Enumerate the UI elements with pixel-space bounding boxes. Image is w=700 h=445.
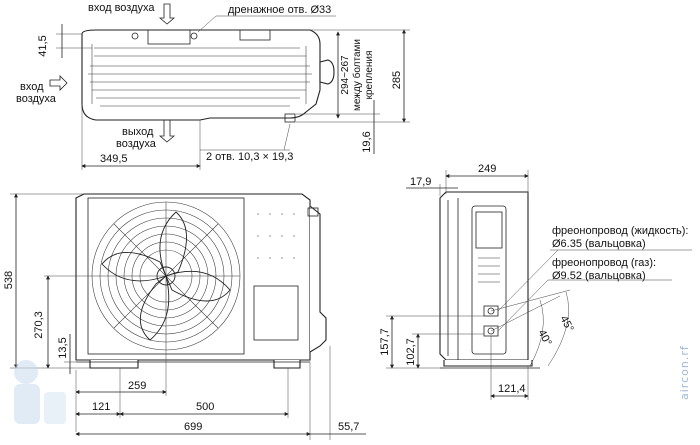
angle-40-ray	[490, 295, 561, 332]
dim-3495-text: 349,5	[100, 153, 128, 165]
angle-40-arc	[529, 299, 544, 367]
top-view-fins	[88, 44, 312, 107]
dim-249-text: 249	[478, 163, 496, 175]
angle-45-text: 45°	[557, 314, 575, 334]
drain-hole-label: дренажное отв. Ø33	[228, 4, 331, 16]
control-box-panel	[253, 285, 299, 341]
air-in-left-arrow	[49, 75, 68, 91]
air-in-top-arrow	[158, 3, 176, 25]
dim-135-text: 13,5	[57, 337, 69, 358]
air-in-left-label-1: вход	[20, 81, 44, 93]
top-view-service-knob	[319, 59, 335, 85]
dim-285-text: 285	[391, 71, 403, 89]
dim-259-text: 259	[128, 380, 146, 392]
front-foot-right	[273, 360, 301, 369]
bolt-spacing-label-2: между болтами	[351, 39, 363, 111]
bolt-spacing-label-3: крепления	[364, 51, 375, 100]
mount-holes-leader	[283, 123, 291, 151]
dim-179-text: 17,9	[410, 176, 431, 188]
dim-500-text: 500	[196, 401, 214, 413]
front-view-side-panel	[309, 205, 327, 353]
side-valve-window	[475, 211, 503, 249]
front-foot-left	[89, 360, 139, 369]
side-base	[443, 360, 533, 367]
mount-holes-label: 2 отв. 10,3 × 19,3	[206, 151, 293, 163]
side-valve-slats	[478, 257, 500, 283]
dim-415-text: 41,5	[37, 35, 49, 56]
air-out-arrow	[158, 120, 176, 143]
pipe-liquid-leader	[497, 249, 559, 312]
angle-45-arc	[547, 291, 569, 367]
body-dots	[257, 213, 295, 259]
air-out-label-2: воздуха	[116, 138, 157, 150]
angle-40-text: 40°	[535, 328, 553, 348]
side-valve-panel	[471, 205, 507, 355]
pipe-gas-label-1: фреонопровод (газ):	[552, 257, 656, 269]
front-top-cap	[307, 207, 319, 217]
top-valve-cover	[239, 29, 271, 41]
air-out-label-1: выход	[122, 126, 154, 138]
angle-45-ray	[490, 289, 571, 312]
pipe-liquid-label-1: фреонопровод (жидкость):	[552, 225, 689, 237]
bolt-spacing-label-1: 294~267	[340, 55, 351, 95]
top-view: вход воздуха дренажное отв. Ø33 вход воз…	[16, 2, 410, 170]
front-view: 538 270,3 13,5 259 121 500 699 55,7	[3, 193, 366, 440]
pipe-gas-leader	[497, 279, 549, 332]
top-view-body	[81, 29, 321, 121]
dim-1577-text: 157,7	[379, 328, 391, 356]
drain-leader	[197, 15, 217, 33]
dim-1027-text: 102,7	[405, 338, 417, 366]
top-view-foot	[284, 113, 296, 123]
dim-538-text: 538	[3, 271, 15, 289]
dim-196-text: 19,6	[361, 131, 373, 152]
pipe-liquid-label-2: Ø6.35 (вальцовка)	[552, 238, 646, 250]
dim-2703-text: 270,3	[33, 311, 45, 339]
dim-699-text: 699	[184, 421, 202, 433]
side-view: 249 17,9 157,7 102,7 121,4 фреонопровод …	[379, 163, 692, 400]
air-in-top-label: вход воздуха	[88, 2, 155, 14]
top-screw-1	[131, 32, 139, 40]
dim-1214-text: 121,4	[498, 383, 526, 395]
air-in-left-label-2: воздуха	[16, 93, 57, 105]
top-inlet-housing	[147, 29, 191, 45]
watermark-logo	[14, 360, 66, 424]
pipe-gas-label-2: Ø9.52 (вальцовка)	[552, 270, 646, 282]
fan-blades	[101, 211, 231, 341]
dim-121-text: 121	[92, 401, 110, 413]
drain-hole-mark	[190, 32, 198, 40]
front-view-body	[75, 193, 311, 361]
dim-557-text: 55,7	[338, 421, 359, 433]
watermark-text: aircon.rf	[678, 345, 691, 400]
